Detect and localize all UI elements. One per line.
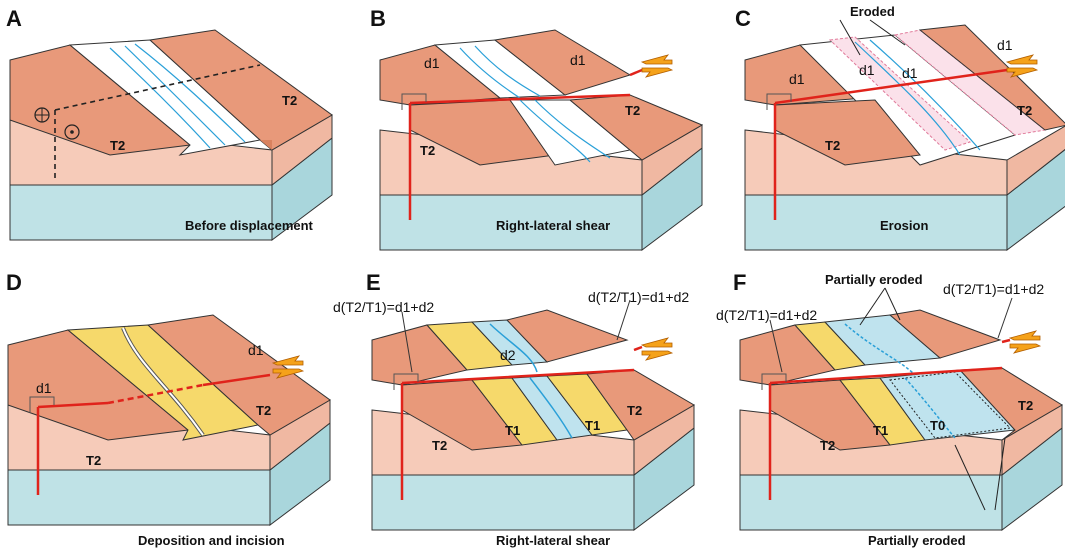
d1-label: d1 [248, 342, 264, 358]
panel-label-e: E [366, 270, 381, 295]
t1-label: T1 [505, 423, 520, 438]
caption-b: Right-lateral shear [496, 218, 610, 233]
t2-label: T2 [1018, 398, 1033, 413]
block-c: d1 d1 d1 d1 T2 T2 [744, 19, 1065, 251]
caption-f: Partially eroded [868, 533, 966, 548]
panel-label-a: A [6, 6, 22, 31]
t2-label: T2 [625, 103, 640, 118]
d1-label: d1 [997, 37, 1013, 53]
t2-label: T2 [820, 438, 835, 453]
dt-left-label: d(T2/T1)=d1+d2 [333, 299, 434, 315]
panel-label-b: B [370, 6, 386, 31]
panel-b: B d1 d1 T2 T2 Right-lateral shear [370, 6, 704, 251]
shear-arrows [641, 54, 673, 78]
t2-label: T2 [825, 138, 840, 153]
dt-right-label: d(T2/T1)=d1+d2 [943, 281, 1044, 297]
eroded-label: Eroded [850, 4, 895, 19]
t2-label: T2 [420, 143, 435, 158]
t2-label: T2 [282, 93, 297, 108]
d1-label: d1 [902, 65, 918, 81]
t2-label: T2 [432, 438, 447, 453]
t0-label: T0 [930, 418, 945, 433]
d1-label: d1 [859, 62, 875, 78]
t2-label: T2 [110, 138, 125, 153]
shear-arrows [641, 337, 673, 361]
panel-label-c: C [735, 6, 751, 31]
shear-arrows [1009, 330, 1041, 354]
panel-label-f: F [733, 270, 746, 295]
panel-c: C Eroded d1 d1 d1 d1 T2 T2 Erosion [735, 4, 1065, 251]
block-a: T2 T2 [9, 29, 333, 241]
panel-e: E d(T2/T1)=d1+d2 d(T2/T1)=d1+d2 d2 T2 T2… [333, 270, 695, 548]
caption-d: Deposition and incision [138, 533, 285, 548]
block-f: T2 T2 T1 T0 [739, 287, 1063, 531]
d1-label: d1 [36, 380, 52, 396]
caption-a: Before displacement [185, 218, 314, 233]
d1-label: d1 [789, 71, 805, 87]
t2-label: T2 [86, 453, 101, 468]
caption-e: Right-lateral shear [496, 533, 610, 548]
caption-c: Erosion [880, 218, 928, 233]
d1-label: d1 [570, 52, 586, 68]
panel-a: A T2 T2 Before displacement [6, 6, 333, 241]
panel-d: D d1 d1 T2 T2 Deposition and incision [6, 270, 331, 548]
panel-f: F Partially eroded d(T2/T1)=d1+d2 d(T2/T… [716, 270, 1063, 548]
t1-label: T1 [873, 423, 888, 438]
t2-label: T2 [1017, 103, 1032, 118]
block-d: d1 d1 T2 T2 [7, 314, 331, 526]
partially-eroded-label: Partially eroded [825, 272, 923, 287]
block-b: d1 d1 T2 T2 [379, 29, 704, 251]
t1-label: T1 [585, 418, 600, 433]
block-e: d2 T2 T2 T1 T1 [371, 299, 695, 531]
d1-label: d1 [424, 55, 440, 71]
t2-label: T2 [627, 403, 642, 418]
dt-left-label: d(T2/T1)=d1+d2 [716, 307, 817, 323]
t2-label: T2 [256, 403, 271, 418]
d2-label: d2 [500, 347, 516, 363]
dt-right-label: d(T2/T1)=d1+d2 [588, 289, 689, 305]
panel-label-d: D [6, 270, 22, 295]
